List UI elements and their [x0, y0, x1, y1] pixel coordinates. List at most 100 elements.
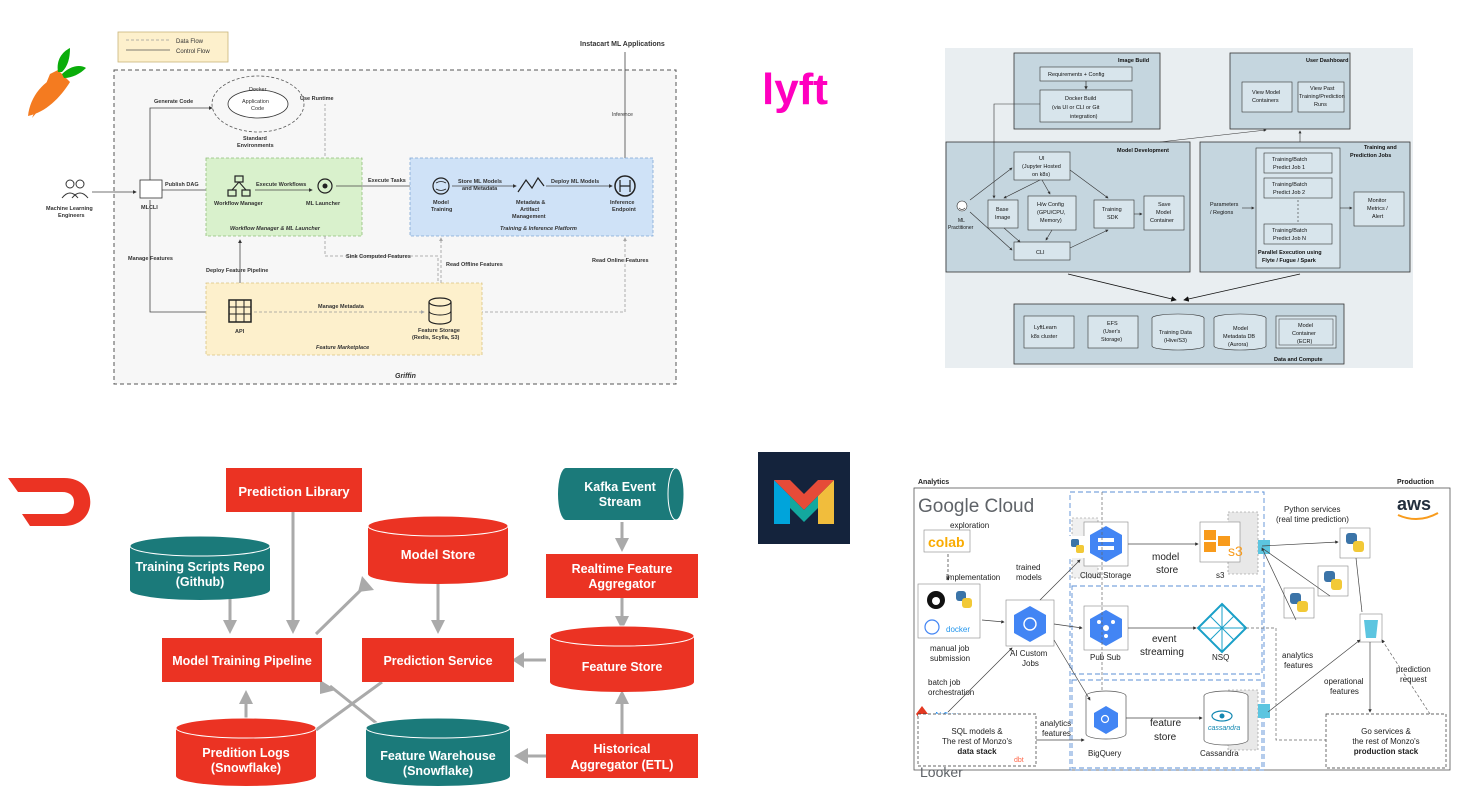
inference-endpoint-icon — [614, 175, 636, 197]
training-pred-label: Training and — [1364, 145, 1397, 151]
feature-store-label-monzo-2: store — [1154, 732, 1177, 743]
req-config-label: Requirements + Config — [1048, 72, 1104, 78]
metadata-label: Metadata & — [516, 200, 545, 206]
read-online-label: Read Online Features — [592, 258, 649, 264]
ml-practitioner-label: ML — [958, 218, 965, 224]
inference-endpoint-label-2: Endpoint — [612, 207, 636, 213]
realtime-aggregator-box — [546, 554, 698, 598]
historical-label-2: Aggregator (ETL) — [571, 758, 674, 772]
hw-label-3: Memory) — [1040, 218, 1062, 224]
manual-label-2: submission — [930, 654, 970, 663]
ml-launcher-icon — [317, 178, 333, 194]
go-services-label: Go services & — [1361, 727, 1411, 736]
training-inference-panel — [409, 157, 654, 237]
std-env-label: Standard — [243, 136, 267, 142]
s3-label: s3 — [1216, 571, 1225, 580]
mlcli-box — [139, 179, 163, 199]
batch-label-2: orchestration — [928, 688, 974, 697]
jobn-label: Training/Batch — [1272, 228, 1307, 234]
analytics-features-left: analytics — [1040, 719, 1071, 728]
monzo-diagram: Analytics Production Google Cloud aws ex… — [758, 452, 1451, 780]
ml-practitioner-icon — [956, 200, 968, 212]
metadata-label-2: Artifact — [520, 207, 539, 213]
ml-engineers-icon — [61, 179, 89, 199]
deploy-models-label: Deploy ML Models — [551, 179, 599, 185]
manage-features-label: Manage Features — [128, 256, 173, 262]
model-training-pipeline-box — [162, 638, 322, 682]
operational-label: operational — [1324, 677, 1364, 686]
execute-workflows-label: Execute Workflows — [256, 182, 306, 188]
analytics-features-left-2: features — [1042, 729, 1071, 738]
training-sdk-label: Training — [1102, 207, 1122, 213]
ui-label-3: on k8s) — [1032, 172, 1050, 178]
docker-build-label-3: integration) — [1070, 114, 1098, 120]
monitor-label: Monitor — [1368, 198, 1387, 204]
training-sdk-label-2: SDK — [1107, 215, 1119, 221]
metadata-label-3: Management — [512, 214, 546, 220]
efs-label-2: (User's — [1103, 329, 1120, 335]
bigquery-label: BigQuery — [1088, 749, 1121, 758]
realtime-label: Realtime Feature — [572, 562, 673, 576]
model-container-label: Model — [1298, 323, 1313, 329]
python-icon — [956, 591, 972, 608]
training-data-label-2: (Hive/S3) — [1164, 338, 1187, 344]
wm-panel-label: Workflow Manager & ML Launcher — [230, 226, 321, 232]
params-label-2: / Regions — [1210, 210, 1233, 216]
api-label: API — [235, 329, 245, 335]
save-model-label: Save — [1158, 202, 1171, 208]
sql-label-3: data stack — [957, 747, 997, 756]
view-containers-label-2: Containers — [1252, 98, 1279, 104]
mle-label-2: Engineers — [58, 213, 85, 219]
cassandra-logo-text: cassandra — [1208, 725, 1240, 732]
pubsub-label: Pub Sub — [1090, 653, 1121, 662]
inference-label: Inference — [612, 112, 633, 118]
tip-panel-label: Training & Inference Platform — [500, 226, 577, 232]
workflow-manager-panel — [205, 157, 363, 237]
kafka-cylinder — [558, 467, 685, 521]
logs-label-2: (Snowflake) — [211, 761, 281, 775]
pubsub-icon — [1090, 610, 1122, 646]
trained-label-2: models — [1016, 573, 1042, 582]
job2-label-2: Predict Job 2 — [1273, 190, 1305, 196]
prediction-library-label: Prediction Library — [238, 484, 350, 499]
instacart-carrot-logo — [28, 48, 86, 118]
python-service-icon — [1068, 527, 1371, 619]
feature-storage-label: Feature Storage — [418, 328, 460, 334]
model-container-label-2: Container — [1292, 331, 1316, 337]
pipeline-label: Model Training Pipeline — [172, 654, 312, 668]
feature-store-label-monzo: feature — [1150, 718, 1182, 729]
go-services-label-2: the rest of Monzo's — [1352, 737, 1419, 746]
s3-logo-text: s3 — [1228, 543, 1243, 559]
store-models-label: Store ML Models — [458, 179, 502, 185]
ai-platform-icon — [924, 619, 940, 635]
feature-storage-icon — [428, 297, 452, 325]
model-container-label-3: (ECR) — [1297, 339, 1312, 345]
analytics-features-right: analytics — [1282, 651, 1313, 660]
aws-logo: aws — [1397, 494, 1431, 514]
job2-label: Training/Batch — [1272, 182, 1307, 188]
feature-storage-label-2: (Redis, Scylla, S3) — [412, 335, 460, 341]
historical-label: Historical — [594, 742, 651, 756]
lyftlearn-label: LyftLearn — [1034, 325, 1057, 331]
data-compute-label: Data and Compute — [1274, 357, 1323, 363]
implementation-label: implementation — [946, 573, 1000, 582]
training-repo-label-2: (Github) — [176, 575, 225, 589]
ml-practitioner-label-2: Practitioner — [948, 225, 974, 231]
lyft-diagram: lyft Image Build Requirements + Config D… — [762, 48, 1413, 368]
cli-label: CLI — [1036, 250, 1045, 256]
legend-control-flow: Control Flow — [176, 49, 210, 55]
prediction-logs-cylinder — [175, 717, 317, 786]
efs-label-3: Storage) — [1101, 337, 1122, 343]
github-icon — [927, 591, 945, 609]
doordash-arrowheads — [223, 576, 629, 704]
std-env-label-2: Environments — [237, 143, 274, 149]
s3-icon — [1199, 521, 1241, 563]
kafka-label-2: Stream — [599, 495, 641, 509]
doordash-diagram: Prediction Library Training Scripts Repo… — [8, 467, 698, 786]
google-cloud-logo: Google Cloud — [918, 496, 1034, 517]
historical-aggregator-box — [546, 734, 698, 778]
docker-build-label-2: (via UI or CLI or Git — [1052, 105, 1100, 111]
legend-data-flow: Data Flow — [176, 39, 204, 45]
prediction-library-box — [226, 468, 362, 512]
ui-label: UI — [1039, 156, 1045, 162]
